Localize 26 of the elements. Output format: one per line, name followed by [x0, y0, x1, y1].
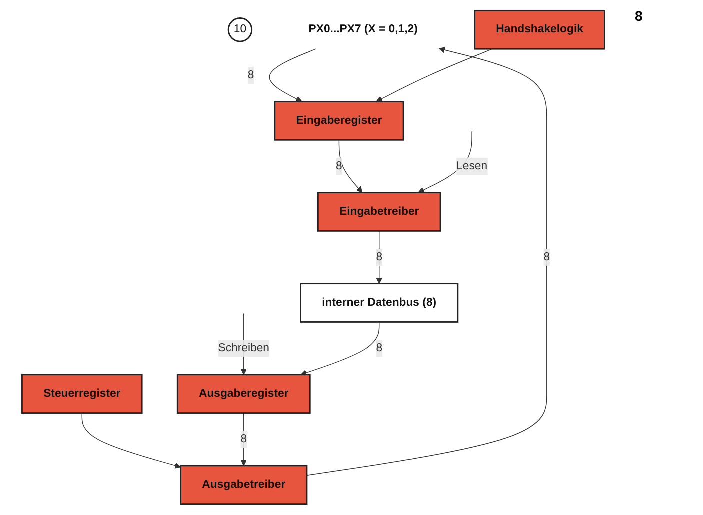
node-box: Ausgaberegister	[176, 374, 311, 414]
arrow	[240, 412, 248, 466]
edge-label: 8	[240, 433, 248, 446]
arrow	[300, 322, 380, 376]
node-box: Steuerregister	[22, 374, 143, 414]
arrow	[338, 140, 363, 194]
edge-label: 8	[248, 69, 254, 82]
node-text: PX0...PX7 (X = 0,1,2)	[308, 23, 418, 36]
edge-label: 8	[336, 160, 342, 172]
arrow	[269, 48, 316, 102]
edge-label: 8	[376, 251, 383, 264]
edge-label: Lesen	[456, 160, 488, 172]
node-box: interner Datenbus (8)	[300, 283, 459, 323]
edge-label: 8	[376, 342, 383, 354]
edge-label: Schreiben	[218, 342, 270, 354]
arrow	[306, 47, 548, 476]
arrow	[82, 412, 182, 469]
node-box: Ausgabetreiber	[180, 465, 308, 506]
node-box: Handshakelogik	[474, 10, 606, 50]
arrow	[376, 230, 382, 284]
node-box: Eingabetreiber	[317, 192, 442, 232]
bus-width-label: 8	[635, 8, 644, 24]
arrow	[376, 48, 493, 102]
node-circle: 10	[228, 18, 253, 42]
node-box: Eingaberegister	[274, 101, 404, 141]
edge-label: 8	[544, 251, 550, 264]
